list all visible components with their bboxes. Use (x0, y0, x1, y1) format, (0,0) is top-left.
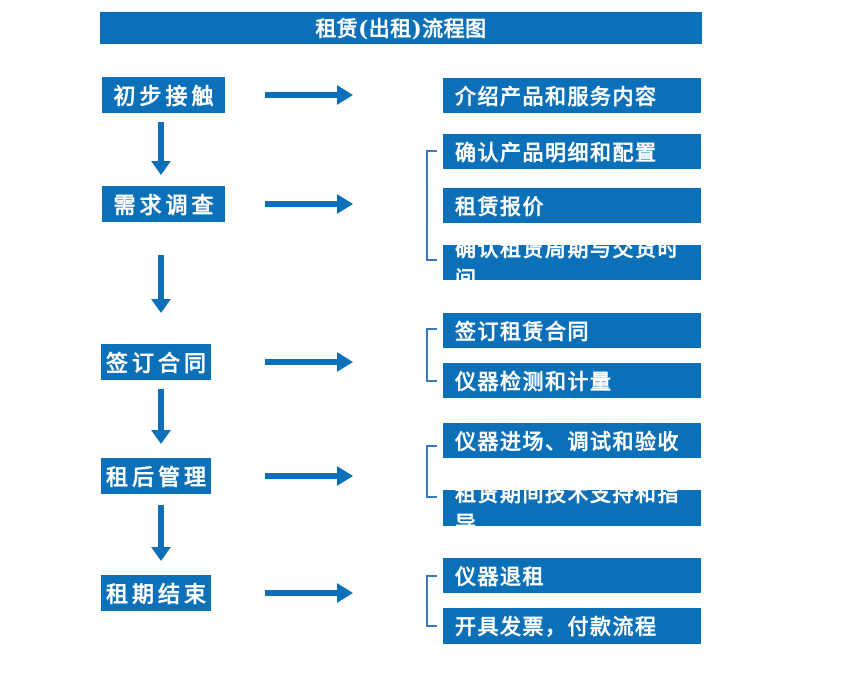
down-arrow-icon (151, 505, 171, 561)
right-arrow-icon (265, 85, 353, 105)
right-arrow-icon (265, 466, 353, 486)
down-arrow-icon (151, 255, 171, 313)
detail-box-sign-rental-contract: 签订租赁合同 (443, 313, 701, 348)
detail-box-introduce-products: 介绍产品和服务内容 (443, 78, 701, 113)
step-box-post-rental-management: 租后管理 (101, 458, 211, 494)
step-box-demand-survey: 需求调查 (102, 186, 225, 222)
step-box-initial-contact: 初步接触 (102, 77, 225, 113)
detail-box-confirm-product-details: 确认产品明细和配置 (443, 134, 701, 169)
detail-box-invoice-payment: 开具发票，付款流程 (443, 608, 701, 644)
flowchart-title: 租赁(出租)流程图 (100, 12, 702, 44)
group-bracket (426, 445, 437, 498)
step-box-sign-contract: 签订合同 (101, 344, 211, 380)
step-box-rental-end: 租期结束 (101, 575, 211, 611)
right-arrow-icon (265, 194, 353, 214)
detail-box-rental-quotation: 租赁报价 (443, 188, 701, 223)
group-bracket (426, 575, 437, 627)
down-arrow-icon (151, 389, 171, 444)
detail-box-instrument-setup: 仪器进场、调试和验收 (443, 423, 701, 458)
right-arrow-icon (265, 352, 353, 372)
down-arrow-icon (151, 122, 171, 175)
detail-box-technical-support: 租赁期间技术支持和指导 (443, 481, 701, 536)
detail-box-confirm-rental-period: 确认租赁周期与交货时间 (443, 236, 701, 291)
group-bracket (426, 328, 437, 382)
detail-box-instrument-testing: 仪器检测和计量 (443, 363, 701, 398)
detail-box-instrument-return: 仪器退租 (443, 558, 701, 593)
right-arrow-icon (265, 583, 353, 603)
group-bracket (426, 150, 437, 261)
